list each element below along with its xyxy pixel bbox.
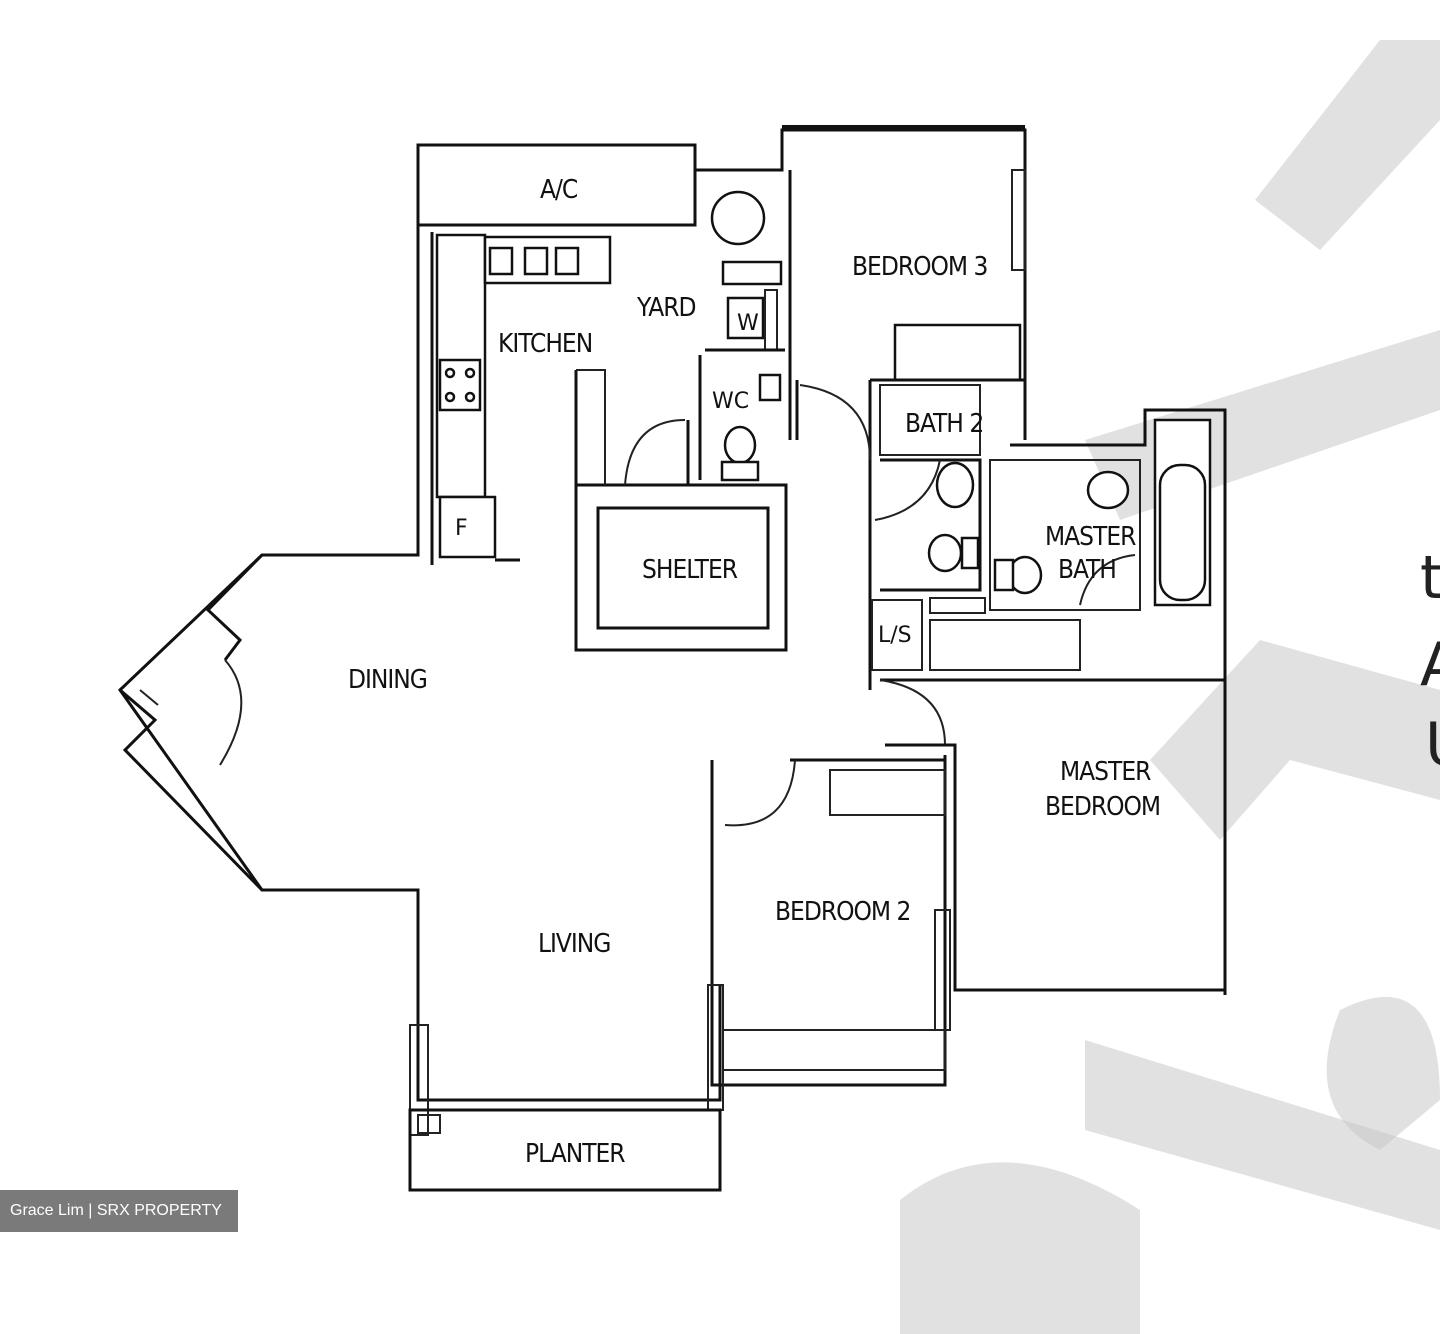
side-text: t A U [1420, 543, 1440, 780]
label-ac: A/C [540, 175, 578, 205]
side-text-line-1: t [1420, 543, 1440, 613]
label-wc: WC [712, 389, 749, 414]
label-master-bedroom-2: BEDROOM [1045, 792, 1160, 822]
walls [118, 125, 1227, 1192]
label-master-bedroom-1: MASTER [1060, 757, 1151, 787]
label-bedroom-3: BEDROOM 3 [852, 252, 988, 282]
side-text-line-2: A [1420, 630, 1440, 700]
credit-watermark: Grace Lim | SRX PROPERTY [0, 1190, 238, 1232]
label-shelter: SHELTER [642, 555, 738, 585]
label-ls: L/S [878, 623, 912, 648]
label-fridge: F [455, 516, 468, 541]
label-kitchen: KITCHEN [498, 329, 592, 359]
label-washer: W [737, 311, 759, 336]
label-planter: PLANTER [525, 1139, 625, 1169]
watermark-shapes [900, 40, 1440, 1334]
label-master-bath-2: BATH [1058, 555, 1116, 585]
label-bath-2: BATH 2 [905, 409, 983, 439]
label-master-bath-1: MASTER [1045, 522, 1136, 552]
label-living: LIVING [538, 929, 610, 959]
credit-text: Grace Lim | SRX PROPERTY [10, 1202, 222, 1219]
side-text-line-3: U [1425, 710, 1440, 780]
label-bedroom-2: BEDROOM 2 [775, 897, 910, 927]
label-yard: YARD [636, 293, 696, 323]
label-dining: DINING [348, 665, 427, 695]
room-labels: A/C KITCHEN YARD W WC F SHELTER BEDROOM … [348, 175, 1161, 1169]
